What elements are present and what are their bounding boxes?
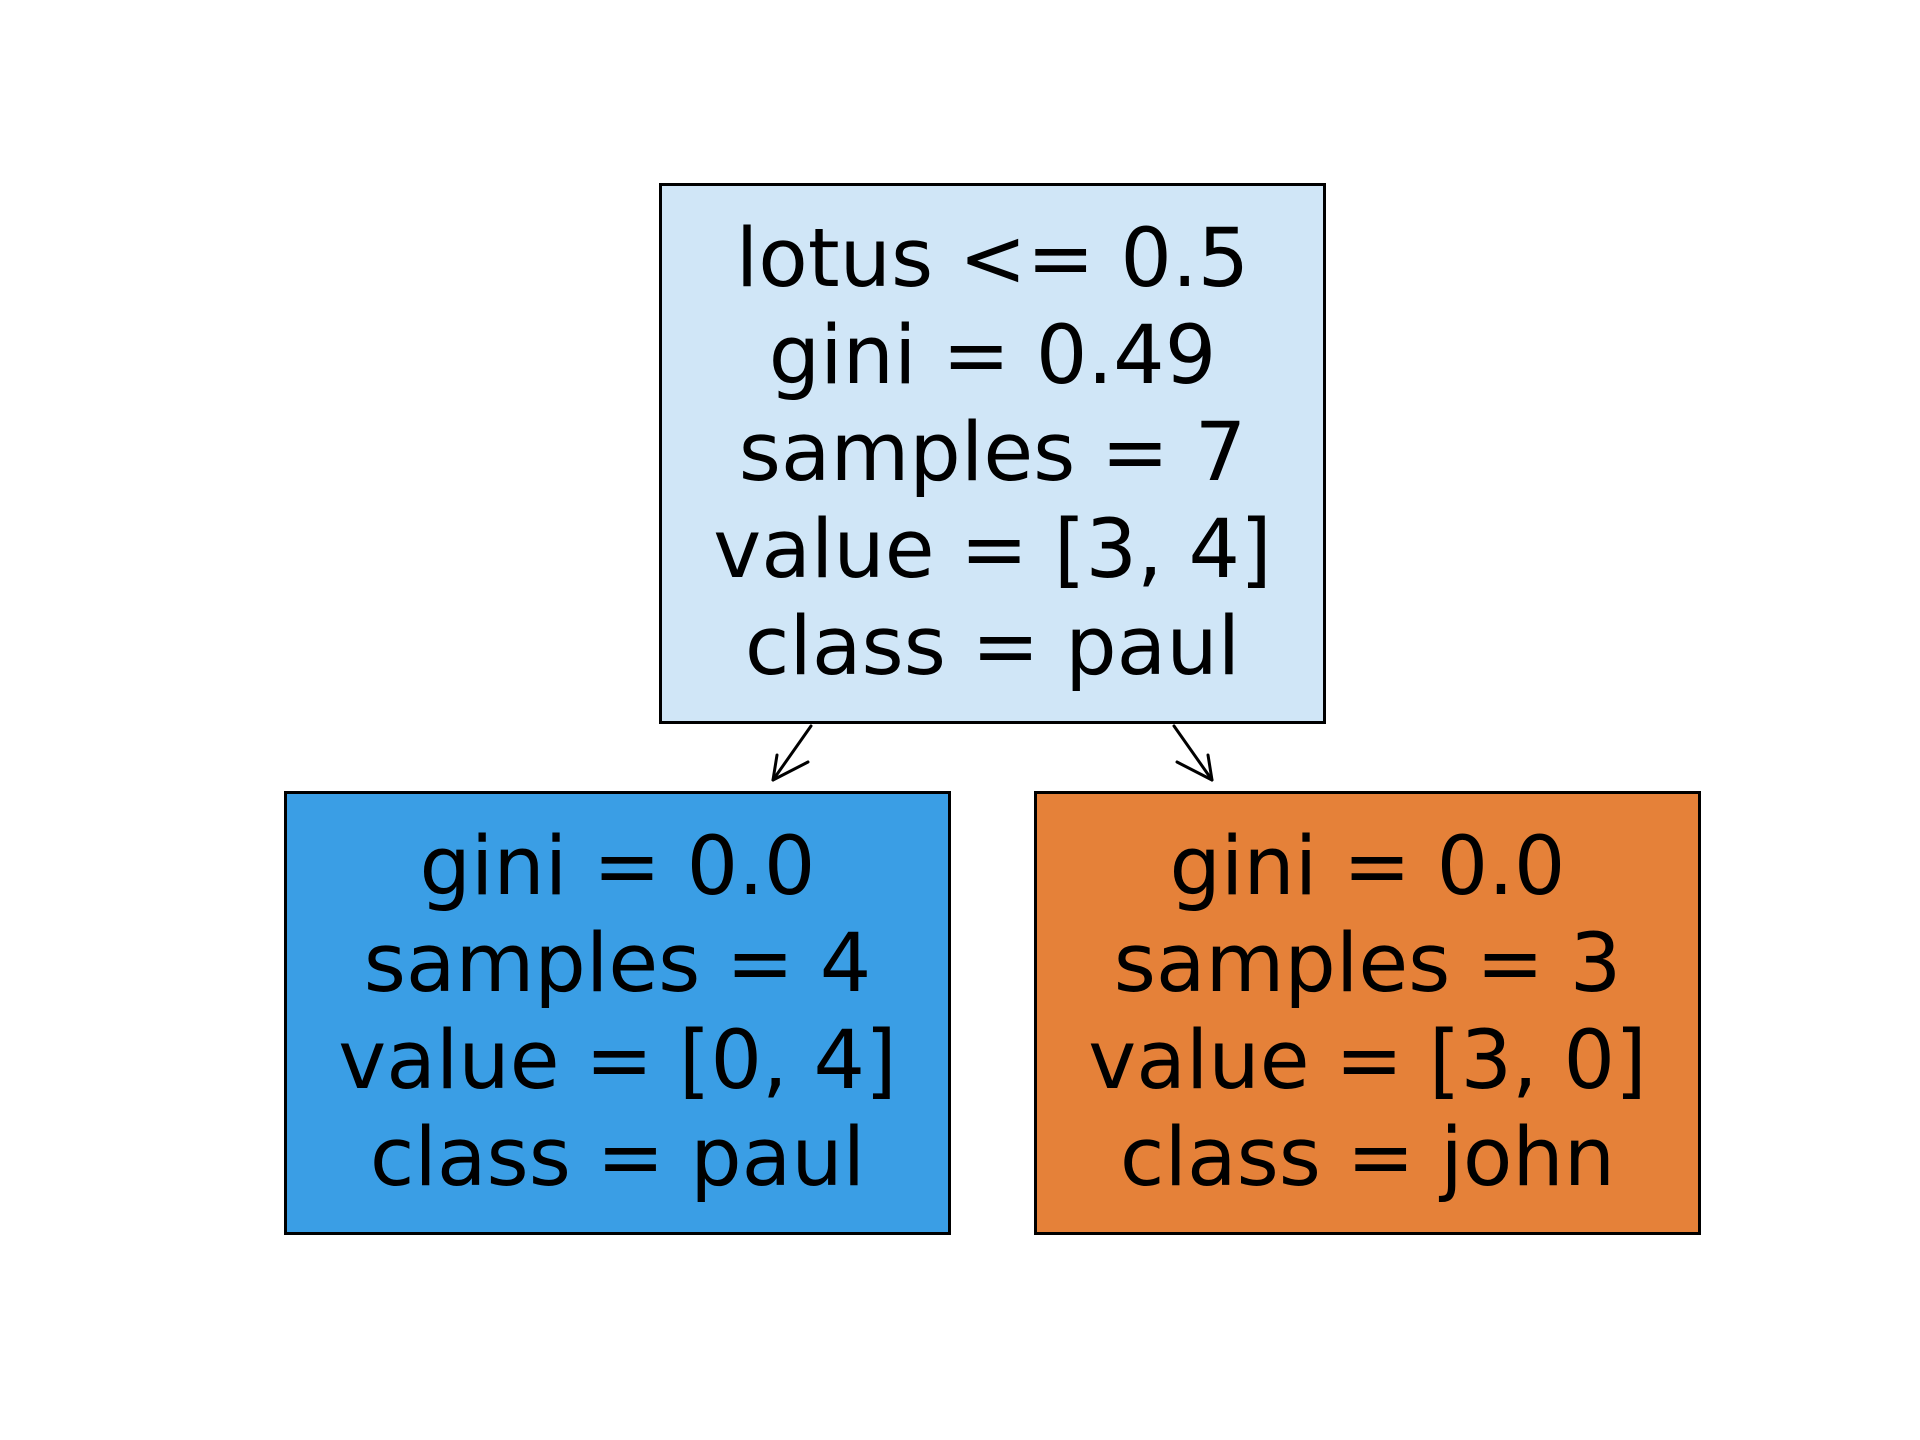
root-value: value = [3, 4] bbox=[713, 503, 1272, 597]
left-class: class = paul bbox=[369, 1111, 866, 1205]
right-value: value = [3, 0] bbox=[1088, 1014, 1647, 1108]
root-split-rule: lotus <= 0.5 bbox=[735, 212, 1250, 306]
right-samples: samples = 3 bbox=[1113, 917, 1622, 1011]
right-gini: gini = 0.0 bbox=[1169, 820, 1566, 914]
left-samples: samples = 4 bbox=[363, 917, 872, 1011]
edge-root-to-right bbox=[1172, 724, 1214, 782]
edge-root-to-right-arrowhead bbox=[1175, 753, 1214, 782]
edge-root-to-left-arrowhead bbox=[771, 753, 810, 782]
left-value: value = [0, 4] bbox=[338, 1014, 897, 1108]
edge-root-to-right-line bbox=[1172, 724, 1214, 782]
right-class: class = john bbox=[1119, 1111, 1616, 1205]
tree-node-left-leaf: gini = 0.0 samples = 4 value = [0, 4] cl… bbox=[284, 791, 951, 1235]
root-gini: gini = 0.49 bbox=[768, 309, 1217, 403]
edge-root-to-left bbox=[771, 724, 813, 782]
tree-node-right-leaf: gini = 0.0 samples = 3 value = [3, 0] cl… bbox=[1034, 791, 1701, 1235]
root-samples: samples = 7 bbox=[738, 406, 1247, 500]
edge-root-to-left-line bbox=[771, 724, 813, 782]
root-class: class = paul bbox=[744, 600, 1241, 694]
tree-node-root: lotus <= 0.5 gini = 0.49 samples = 7 val… bbox=[659, 183, 1326, 724]
left-gini: gini = 0.0 bbox=[419, 820, 816, 914]
